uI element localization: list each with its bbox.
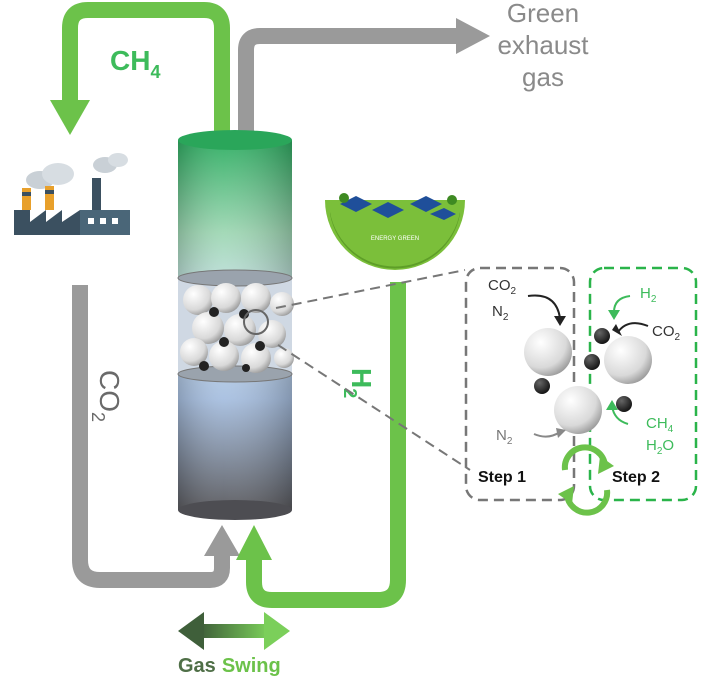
adsorbent-pellets	[180, 283, 294, 373]
solar-panel-icon	[339, 193, 457, 220]
energy-green-badge: ENERGY GREEN	[325, 139, 465, 270]
step1-box	[464, 266, 576, 502]
step1-n2-out-label: N2	[496, 427, 513, 447]
step2-ch4-out-label: CH4	[646, 415, 674, 435]
step2-box	[588, 266, 698, 502]
step2-h2o-out-label: H2O	[646, 437, 674, 457]
gas-swing-arrow	[178, 612, 290, 650]
zoom-line-bottom	[277, 344, 471, 471]
step2-h2-in-label: H2	[640, 285, 657, 305]
co2-label: CO2	[88, 370, 125, 422]
exhaust-label-line1: Green	[507, 0, 579, 28]
step1-label: Step 1	[478, 469, 526, 486]
h2-flow-arrow	[236, 282, 406, 608]
factory-icon	[14, 153, 130, 235]
co2-flow-arrow	[72, 285, 240, 588]
exhaust-label-line3: gas	[522, 62, 564, 92]
zoom-line-top	[275, 269, 466, 309]
exhaust-label-line2: exhaust	[497, 30, 589, 60]
step1-co2-in-label: CO2	[488, 277, 517, 297]
reactor-column-icon	[177, 130, 294, 520]
ch4-flow-arrow	[50, 2, 230, 140]
cycle-arrows	[558, 444, 614, 516]
step1-n2-in-label: N2	[492, 303, 509, 323]
inset-particles	[524, 328, 652, 434]
ch4-label: CH4	[110, 45, 160, 82]
h2-label: H2	[340, 368, 377, 398]
exhaust-flow-arrow	[238, 18, 490, 140]
step2-label: Step 2	[612, 469, 660, 486]
inset-flow-arrows	[527, 294, 649, 438]
energy-green-text: ENERGY GREEN	[371, 236, 419, 242]
wind-turbine-icon	[361, 139, 443, 200]
step2-co2-out-label: CO2	[652, 323, 681, 343]
